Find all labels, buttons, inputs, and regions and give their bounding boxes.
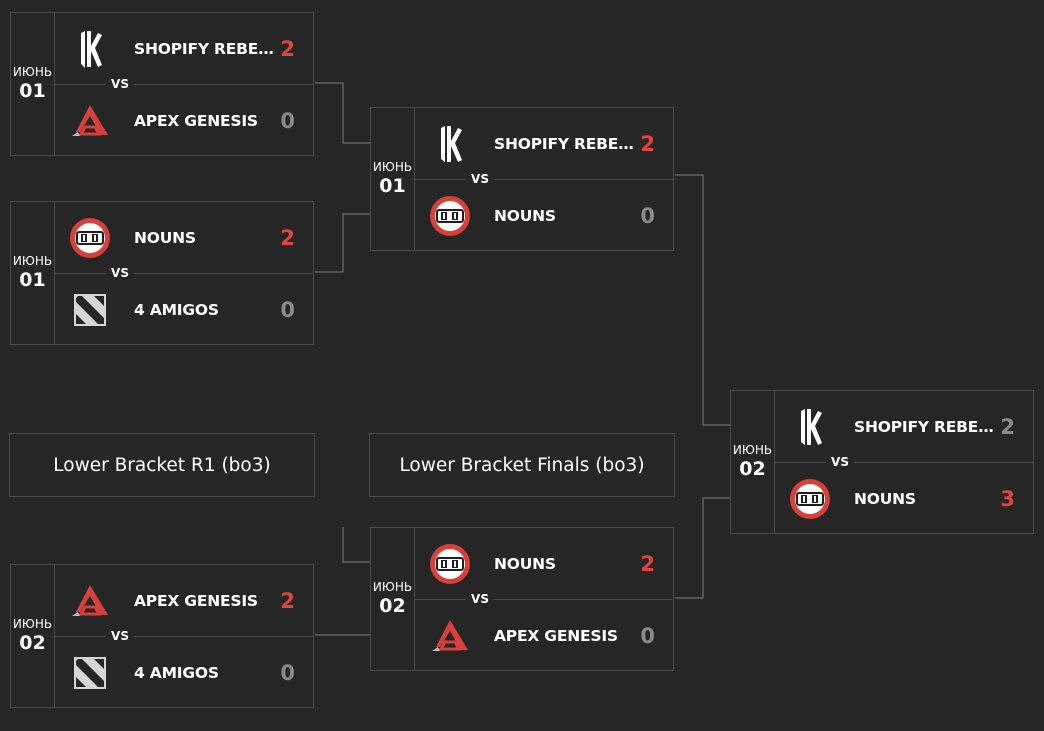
match-date: ИЮНЬ 01 bbox=[11, 202, 55, 344]
match-lower-final[interactable]: ИЮНЬ 02 NOUNS 2 VS APEX GENESIS 0 bbox=[370, 527, 674, 671]
team-score: 2 bbox=[280, 36, 295, 61]
match-upper-r1-a[interactable]: ИЮНЬ 01 SHOPIFY REBELLION 2 VS APEX GENE… bbox=[10, 12, 314, 156]
team-row-bottom[interactable]: NOUNS 3 bbox=[774, 463, 1033, 534]
match-day: 01 bbox=[19, 80, 46, 102]
nouns-logo-icon bbox=[428, 542, 472, 586]
connector-m2-m3 bbox=[315, 213, 371, 273]
vs-label: VS bbox=[106, 627, 134, 645]
team-score: 0 bbox=[280, 297, 295, 322]
team-name: 4 AMIGOS bbox=[134, 663, 219, 682]
match-date: ИЮНЬ 02 bbox=[371, 528, 415, 670]
vs-label: VS bbox=[106, 75, 134, 93]
apex-genesis-logo-icon bbox=[68, 579, 112, 623]
row-divider bbox=[54, 273, 313, 274]
vs-label: VS bbox=[106, 264, 134, 282]
match-day: 01 bbox=[379, 175, 406, 197]
match-day: 02 bbox=[379, 595, 406, 617]
match-month: ИЮНЬ bbox=[372, 160, 413, 174]
match-month: ИЮНЬ bbox=[372, 580, 413, 594]
apex-genesis-logo-icon bbox=[428, 614, 472, 658]
team-row-top[interactable]: SHOPIFY REBELLION 2 bbox=[774, 391, 1033, 462]
team-score: 2 bbox=[280, 588, 295, 613]
match-lower-r1[interactable]: ИЮНЬ 02 APEX GENESIS 2 VS 4 AMIGOS 0 bbox=[10, 564, 314, 708]
shopify-rebellion-logo-icon bbox=[428, 122, 472, 166]
match-date: ИЮНЬ 01 bbox=[11, 13, 55, 155]
team-name: APEX GENESIS bbox=[134, 111, 258, 130]
team-name: NOUNS bbox=[134, 228, 196, 247]
team-score: 2 bbox=[1000, 414, 1015, 439]
row-divider bbox=[414, 599, 673, 600]
team-row-bottom[interactable]: APEX GENESIS 0 bbox=[54, 85, 313, 156]
team-score: 2 bbox=[640, 131, 655, 156]
team-score: 0 bbox=[280, 108, 295, 133]
connector-m3-m6 bbox=[675, 174, 731, 426]
team-row-top[interactable]: APEX GENESIS 2 bbox=[54, 565, 313, 636]
team-name: NOUNS bbox=[494, 206, 556, 225]
team-row-bottom[interactable]: 4 AMIGOS 0 bbox=[54, 637, 313, 708]
match-day: 02 bbox=[19, 632, 46, 654]
team-name: APEX GENESIS bbox=[494, 626, 618, 645]
lower-bracket-r1-label: Lower Bracket R1 (bo3) bbox=[9, 433, 315, 497]
connector-m5-m6 bbox=[675, 497, 731, 599]
team-score: 2 bbox=[640, 551, 655, 576]
match-upper-final[interactable]: ИЮНЬ 01 SHOPIFY REBELLION 2 VS NOUNS 0 bbox=[370, 107, 674, 251]
vs-label: VS bbox=[466, 170, 494, 188]
row-divider bbox=[774, 462, 1033, 463]
match-day: 01 bbox=[19, 269, 46, 291]
match-date: ИЮНЬ 02 bbox=[11, 565, 55, 707]
shopify-rebellion-logo-icon bbox=[788, 405, 832, 449]
match-upper-r1-b[interactable]: ИЮНЬ 01 NOUNS 2 VS 4 AMIGOS 0 bbox=[10, 201, 314, 345]
row-divider bbox=[54, 636, 313, 637]
team-row-bottom[interactable]: NOUNS 0 bbox=[414, 180, 673, 251]
connector-m1-m3 bbox=[315, 82, 371, 144]
row-divider bbox=[54, 84, 313, 85]
match-date: ИЮНЬ 02 bbox=[731, 391, 775, 533]
vs-label: VS bbox=[466, 590, 494, 608]
match-month: ИЮНЬ bbox=[732, 443, 773, 457]
team-score: 3 bbox=[1000, 486, 1015, 511]
team-name: 4 AMIGOS bbox=[134, 300, 219, 319]
apex-genesis-logo-icon bbox=[68, 99, 112, 143]
team-name: NOUNS bbox=[494, 554, 556, 573]
nouns-logo-icon bbox=[788, 477, 832, 521]
team-name: SHOPIFY REBELLION bbox=[494, 134, 640, 153]
dota-logo-icon bbox=[68, 288, 112, 332]
match-day: 02 bbox=[739, 458, 766, 480]
nouns-logo-icon bbox=[428, 194, 472, 238]
team-row-top[interactable]: SHOPIFY REBELLION 2 bbox=[414, 108, 673, 179]
team-row-bottom[interactable]: 4 AMIGOS 0 bbox=[54, 274, 313, 345]
team-score: 2 bbox=[280, 225, 295, 250]
connector-lr1-m5 bbox=[342, 527, 371, 563]
row-divider bbox=[414, 179, 673, 180]
match-month: ИЮНЬ bbox=[12, 617, 53, 631]
team-row-top[interactable]: SHOPIFY REBELLION 2 bbox=[54, 13, 313, 84]
team-name: SHOPIFY REBELLION bbox=[134, 39, 280, 58]
team-score: 0 bbox=[640, 203, 655, 228]
team-name: NOUNS bbox=[854, 489, 916, 508]
match-month: ИЮНЬ bbox=[12, 65, 53, 79]
team-name: SHOPIFY REBELLION bbox=[854, 417, 1000, 436]
vs-label: VS bbox=[826, 453, 854, 471]
team-row-top[interactable]: NOUNS 2 bbox=[54, 202, 313, 273]
nouns-logo-icon bbox=[68, 216, 112, 260]
team-score: 0 bbox=[640, 623, 655, 648]
team-name: APEX GENESIS bbox=[134, 591, 258, 610]
lower-bracket-finals-label: Lower Bracket Finals (bo3) bbox=[369, 433, 675, 497]
dota-logo-icon bbox=[68, 651, 112, 695]
team-row-bottom[interactable]: APEX GENESIS 0 bbox=[414, 600, 673, 671]
match-date: ИЮНЬ 01 bbox=[371, 108, 415, 250]
team-score: 0 bbox=[280, 660, 295, 685]
match-month: ИЮНЬ bbox=[12, 254, 53, 268]
shopify-rebellion-logo-icon bbox=[68, 27, 112, 71]
match-grand-final[interactable]: ИЮНЬ 02 SHOPIFY REBELLION 2 VS NOUNS 3 bbox=[730, 390, 1034, 534]
team-row-top[interactable]: NOUNS 2 bbox=[414, 528, 673, 599]
